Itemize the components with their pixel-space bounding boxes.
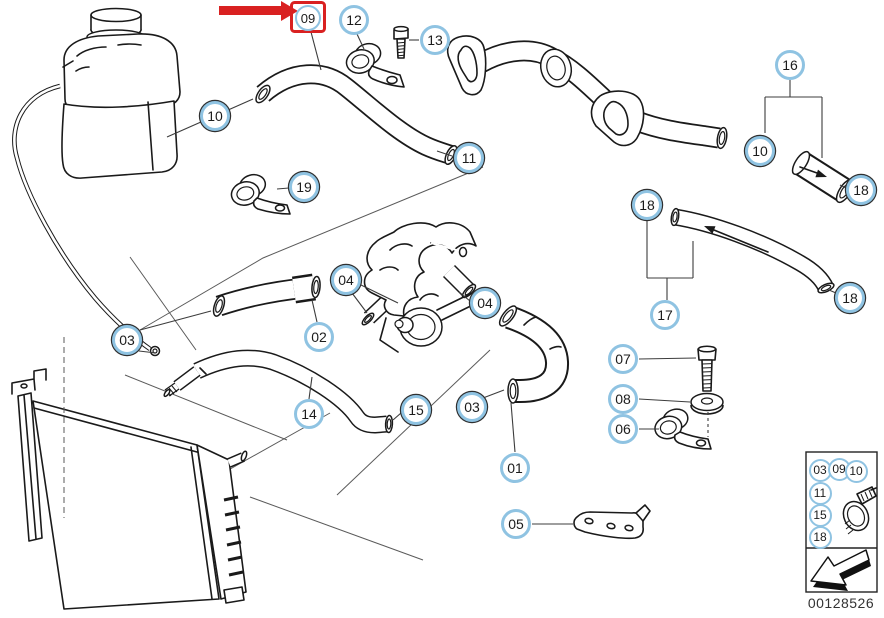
callout-18-a[interactable]: 18 xyxy=(846,175,876,205)
callout-01[interactable]: 01 xyxy=(500,453,530,483)
bolt-07 xyxy=(697,345,717,392)
hose-clamp-icon xyxy=(842,486,877,535)
hose-09 xyxy=(253,74,459,166)
highlight-box xyxy=(290,1,326,33)
water-pump-assembly xyxy=(361,222,484,353)
callout-16[interactable]: 16 xyxy=(775,50,805,80)
callout-19[interactable]: 19 xyxy=(289,172,319,202)
callout-15[interactable]: 15 xyxy=(401,395,431,425)
callout-12[interactable]: 12 xyxy=(339,5,369,35)
callout-06[interactable]: 06 xyxy=(608,414,638,444)
legend-callout-11: 11 xyxy=(808,481,832,505)
callout-05[interactable]: 05 xyxy=(501,509,531,539)
pipe-clamp-12 xyxy=(345,42,405,88)
highlight-arrow-icon xyxy=(219,1,298,21)
hose-14 xyxy=(163,358,393,433)
hose-01 xyxy=(497,303,561,404)
callout-03-b[interactable]: 03 xyxy=(457,392,487,422)
leader-lines xyxy=(63,31,847,525)
callout-08[interactable]: 08 xyxy=(608,384,638,414)
callout-18-c[interactable]: 18 xyxy=(835,283,865,313)
radiator xyxy=(11,368,248,610)
callout-07[interactable]: 07 xyxy=(608,344,638,374)
callout-13[interactable]: 13 xyxy=(420,25,450,55)
washer-08 xyxy=(690,392,724,415)
hose-17 xyxy=(670,207,835,295)
callout-04-b[interactable]: 04 xyxy=(470,288,500,318)
legend-callout-15: 15 xyxy=(808,503,832,527)
bolt-13 xyxy=(393,25,409,59)
legend-callout-03: 03 xyxy=(808,458,832,482)
callout-10-left[interactable]: 10 xyxy=(200,101,230,131)
overflow-hose xyxy=(14,86,161,357)
hose-02 xyxy=(211,276,321,317)
part-number: 00128526 xyxy=(807,595,875,611)
legend-callout-10: 10 xyxy=(844,459,868,483)
legend-callout-18: 18 xyxy=(808,525,832,549)
callout-03-a[interactable]: 03 xyxy=(112,325,142,355)
callout-17[interactable]: 17 xyxy=(650,300,680,330)
bracket-05 xyxy=(573,504,651,540)
direction-arrow-icon xyxy=(810,549,871,591)
callout-04-a[interactable]: 04 xyxy=(331,265,361,295)
pipe-clamp-19 xyxy=(230,173,291,215)
callout-10-right[interactable]: 10 xyxy=(745,136,775,166)
callout-11[interactable]: 11 xyxy=(454,143,484,173)
pipe-clamp-06 xyxy=(654,408,712,450)
callout-02[interactable]: 02 xyxy=(304,322,334,352)
expansion-tank xyxy=(61,7,181,179)
flow-arrow-icon xyxy=(799,166,827,178)
callout-09[interactable]: 09 xyxy=(295,5,321,31)
callout-18-b[interactable]: 18 xyxy=(632,190,662,220)
flow-arrow-icon xyxy=(704,226,769,253)
callout-14[interactable]: 14 xyxy=(294,399,324,429)
water-pipe xyxy=(446,35,729,150)
